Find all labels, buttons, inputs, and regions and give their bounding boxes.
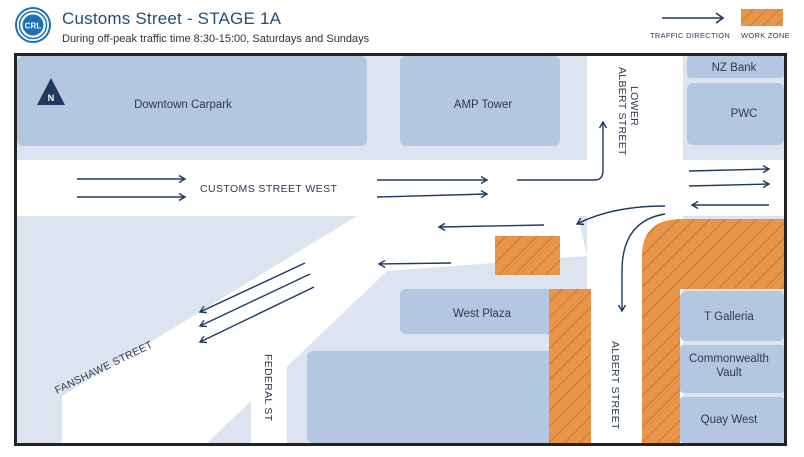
logo-text: CRL bbox=[25, 22, 42, 31]
traffic-map: N Downtown Carpark AMP Tower NZ Bank PW bbox=[14, 53, 787, 446]
lower-block-building bbox=[307, 351, 557, 443]
label-downtown-carpark: Downtown Carpark bbox=[134, 99, 232, 111]
work-zone-west-plaza bbox=[549, 289, 591, 443]
traffic-arrow-east-4 bbox=[376, 190, 489, 199]
label-commonwealth-vault-1: Commonwealth bbox=[689, 353, 769, 365]
amp-tower-building bbox=[400, 56, 560, 146]
work-zone-albert-corner bbox=[642, 219, 784, 443]
compass-label: N bbox=[48, 93, 55, 103]
nz-bank-building bbox=[687, 56, 784, 78]
traffic-arrow-sw-1 bbox=[198, 262, 306, 314]
traffic-arrow-sw-2 bbox=[198, 273, 311, 328]
traffic-arrow-turn-south bbox=[617, 213, 666, 313]
header: CRL Customs Street - STAGE 1A During off… bbox=[0, 0, 804, 52]
label-lower-albert-1: LOWER bbox=[628, 86, 640, 126]
traffic-arrows bbox=[77, 120, 771, 344]
lower-left-area bbox=[17, 216, 347, 386]
label-commonwealth-vault-2: Vault bbox=[716, 367, 742, 379]
fanshawe-street-road bbox=[62, 211, 587, 443]
west-plaza-building bbox=[400, 289, 555, 334]
traffic-arrow-east-6 bbox=[688, 180, 771, 189]
legend-work-zone-label: WORK ZONE bbox=[741, 31, 790, 40]
t-galleria-building bbox=[680, 291, 784, 341]
traffic-arrow-west-2 bbox=[437, 222, 545, 231]
label-lower-albert-2: ALBERT STREET bbox=[616, 67, 628, 156]
label-customs-street-west: CUSTOMS STREET WEST bbox=[200, 183, 337, 195]
crl-logo: CRL bbox=[15, 7, 51, 43]
traffic-arrow-west-3 bbox=[377, 259, 452, 269]
quay-west-building bbox=[680, 397, 784, 443]
pwc-building bbox=[687, 83, 784, 145]
label-federal-st: FEDERAL ST bbox=[262, 354, 274, 422]
traffic-arrow-east-5 bbox=[688, 165, 771, 174]
label-quay-west: Quay West bbox=[701, 414, 758, 426]
work-zones bbox=[495, 219, 784, 443]
label-t-galleria: T Galleria bbox=[704, 311, 754, 323]
traffic-arrow-turn-west bbox=[575, 205, 666, 226]
downtown-carpark-building bbox=[17, 56, 367, 146]
traffic-direction-arrow-icon bbox=[662, 12, 725, 24]
label-albert-street: ALBERT STREET bbox=[609, 341, 621, 430]
label-nz-bank: NZ Bank bbox=[712, 62, 757, 74]
work-zone-customs bbox=[495, 236, 560, 275]
label-west-plaza: West Plaza bbox=[453, 308, 512, 320]
label-amp-tower: AMP Tower bbox=[454, 99, 513, 111]
work-zone-swatch-icon bbox=[741, 9, 783, 26]
buildings bbox=[17, 56, 784, 443]
commonwealth-vault-building bbox=[680, 345, 784, 393]
compass-north-icon: N bbox=[37, 78, 65, 105]
federal-st-road bbox=[251, 336, 287, 443]
building-labels: Downtown Carpark AMP Tower NZ Bank PWC W… bbox=[134, 62, 769, 426]
label-pwc: PWC bbox=[731, 108, 758, 120]
page-title: Customs Street - STAGE 1A bbox=[62, 9, 282, 28]
page-subtitle: During off-peak traffic time 8:30-15:00,… bbox=[62, 33, 370, 45]
traffic-arrow-sw-3 bbox=[198, 286, 315, 344]
traffic-arrow-turn-north bbox=[517, 120, 608, 181]
legend-traffic-direction-label: TRAFFIC DIRECTION bbox=[650, 31, 731, 40]
map-canvas: N Downtown Carpark AMP Tower NZ Bank PW bbox=[17, 56, 784, 443]
